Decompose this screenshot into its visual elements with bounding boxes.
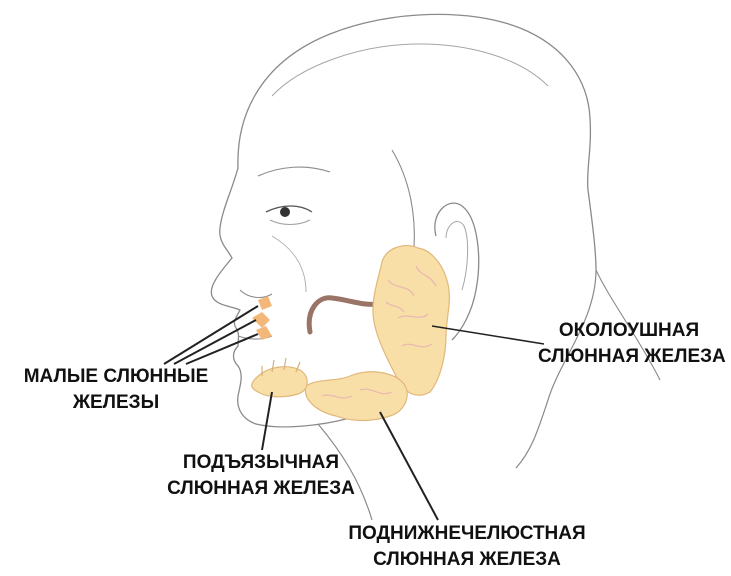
label-parotid-line2: СЛЮННАЯ ЖЕЛЕЗА — [538, 344, 720, 370]
label-minor-line2: ЖЕЛЕЗЫ — [10, 390, 222, 416]
label-submandibular-line2: СЛЮННАЯ ЖЕЛЕЗА — [322, 547, 612, 573]
minor-gland-1 — [258, 296, 272, 310]
sideburn-outline — [392, 150, 414, 248]
eyebrow-outline — [258, 167, 330, 176]
label-submandibular-line1: ПОДНИЖНЕЧЕЛЮСТНАЯ — [322, 521, 612, 547]
minor-gland-3 — [256, 326, 272, 340]
ear-inner-outline — [446, 222, 468, 290]
eye-pupil — [280, 207, 290, 217]
leader-sublingual — [262, 392, 272, 450]
leader-minor-1 — [164, 306, 258, 364]
eye-lower-outline — [270, 220, 310, 225]
label-sublingual-line1: ПОДЪЯЗЫЧНАЯ — [156, 450, 366, 476]
submandibular-gland — [305, 372, 407, 421]
leader-submandibular — [380, 412, 438, 520]
hairline-inner — [272, 44, 548, 96]
label-parotid-gland: ОКОЛОУШНАЯ СЛЮННАЯ ЖЕЛЕЗА — [538, 318, 720, 370]
cheek-line — [272, 236, 306, 292]
head-hair-outline — [238, 14, 596, 270]
label-sublingual-line2: СЛЮННАЯ ЖЕЛЕЗА — [156, 476, 366, 502]
leader-parotid — [432, 326, 544, 344]
parotid-duct — [309, 298, 380, 332]
label-parotid-line1: ОКОЛОУШНАЯ — [538, 318, 720, 344]
label-minor-salivary-glands: МАЛЫЕ СЛЮННЫЕ ЖЕЛЕЗЫ — [10, 364, 222, 416]
label-minor-line1: МАЛЫЕ СЛЮННЫЕ — [10, 364, 222, 390]
label-sublingual-gland: ПОДЪЯЗЫЧНАЯ СЛЮННАЯ ЖЕЛЕЗА — [156, 450, 366, 502]
leader-minor-2 — [174, 320, 256, 364]
sublingual-gland — [252, 367, 308, 397]
label-submandibular-gland: ПОДНИЖНЕЧЕЛЮСТНАЯ СЛЮННАЯ ЖЕЛЕЗА — [322, 521, 612, 573]
